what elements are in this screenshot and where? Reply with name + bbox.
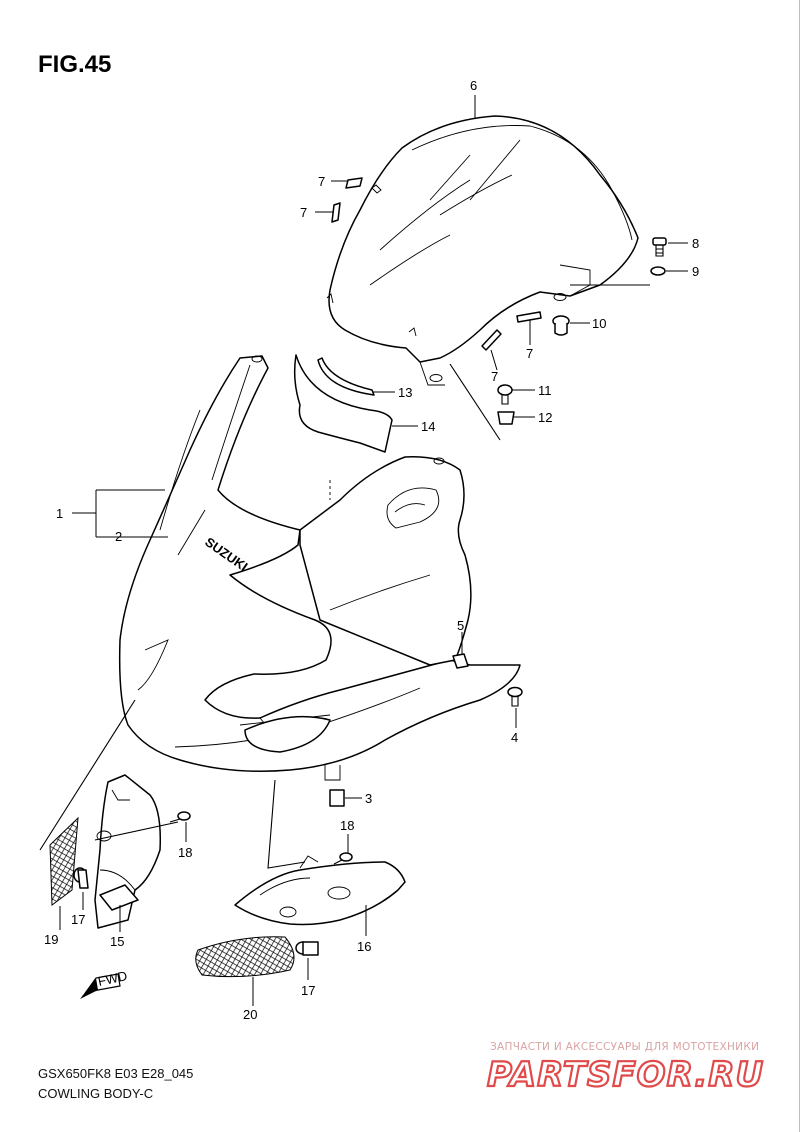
fwd-label: FWD [97,968,129,989]
screw-18-left [169,811,191,823]
callout-2: 2 [115,529,122,544]
callout-15: 15 [110,934,124,949]
callout-14: 14 [421,419,435,434]
diagram-caption: COWLING BODY-C [38,1086,153,1101]
grommet-17-right [295,941,319,956]
inner-duct-15 [94,774,162,929]
callout-20: 20 [243,1007,257,1022]
screw-11 [497,384,513,405]
nut-10 [552,315,570,336]
lower-duct-16 [234,855,406,926]
callout-9: 9 [692,264,699,279]
watermark-tagline: ЗАПЧАСТИ И АКСЕССУАРЫ ДЛЯ МОТОТЕХНИКИ [490,1041,759,1053]
figure-title: FIG.45 [38,51,111,78]
screw-4 [507,686,523,707]
callout-16: 16 [357,939,371,954]
callout-19: 19 [44,932,58,947]
callout-17b: 17 [301,983,315,998]
callout-10: 10 [592,316,606,331]
mesh-19 [49,816,79,906]
inner-panel-14 [293,354,393,453]
clip-5 [452,653,469,669]
callout-18a: 18 [178,845,192,860]
callout-8: 8 [692,236,699,251]
callout-7b: 7 [300,205,307,220]
trim-13 [317,357,375,396]
callout-11: 11 [538,383,552,398]
callout-7c: 7 [526,346,533,361]
nut-3 [329,789,345,807]
upper-cowling: SUZUKI [118,355,521,781]
rubber-cushion-set [331,177,542,351]
callout-1: 1 [56,506,63,521]
screw-8 [652,237,667,257]
callout-13: 13 [398,385,412,400]
callout-17a: 17 [71,912,85,927]
mesh-20 [195,936,295,978]
nut-12 [497,411,515,425]
windscreen [326,115,639,386]
callout-12: 12 [538,410,552,425]
leader-lines [39,95,688,1006]
callout-5: 5 [457,618,464,633]
model-code: GSX650FK8 E03 E28_045 [38,1066,193,1081]
grommet-17-left [73,867,89,889]
forward-arrow-icon: FWD [80,968,129,999]
callout-7d: 7 [491,369,498,384]
callout-6: 6 [470,78,477,93]
washer-9 [650,266,666,276]
screw-18-right [333,852,353,865]
callout-7a: 7 [318,174,325,189]
callout-4: 4 [511,730,518,745]
watermark-brand: PARTSFOR.RU [487,1055,764,1095]
callout-18b: 18 [340,818,354,833]
callout-3: 3 [365,791,372,806]
